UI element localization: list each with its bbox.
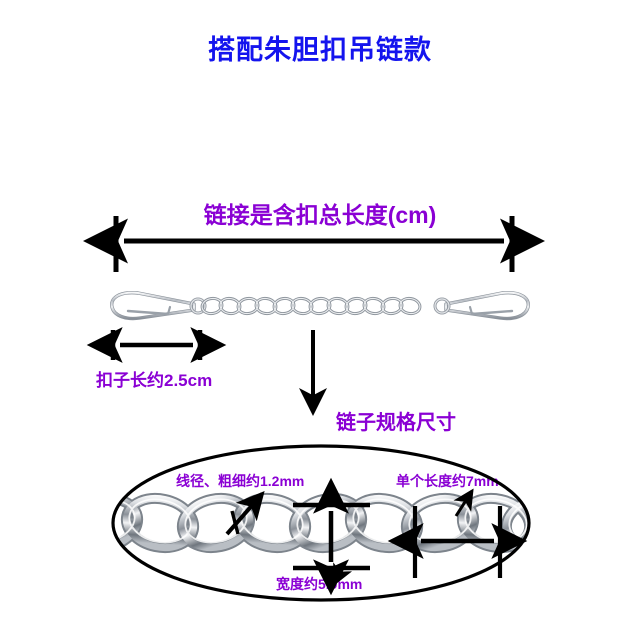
diagonal-arrow-up-right-icon [225,490,265,536]
diagonal-arrow-down-left-icon [333,562,353,586]
link-length-label: 单个长度约7mm [396,473,499,489]
diagonal-arrow-up-right-icon [453,488,474,517]
chain-spec-label: 链子规格尺寸 [336,412,456,434]
page-title: 搭配朱胆扣吊链款 [208,35,432,65]
total-length-dimension [83,216,545,272]
chain-product-svg [110,291,530,321]
clasp-length-label: 扣子长约2.5cm [96,371,213,390]
clasp-right [433,291,530,321]
chain-links [200,296,422,316]
wire-diameter-label: 线径、粗细约1.2mm [176,473,305,489]
link-width-dimension [293,477,370,596]
chain-product-photo [108,280,532,332]
callout-ellipse-icon [111,444,531,602]
wire-diameter-pointer [225,490,265,536]
clasp-length-dimension [86,327,227,363]
wire-pointer-tick [230,510,240,535]
link-length-dimension [387,488,528,578]
clasp-left [110,291,207,321]
